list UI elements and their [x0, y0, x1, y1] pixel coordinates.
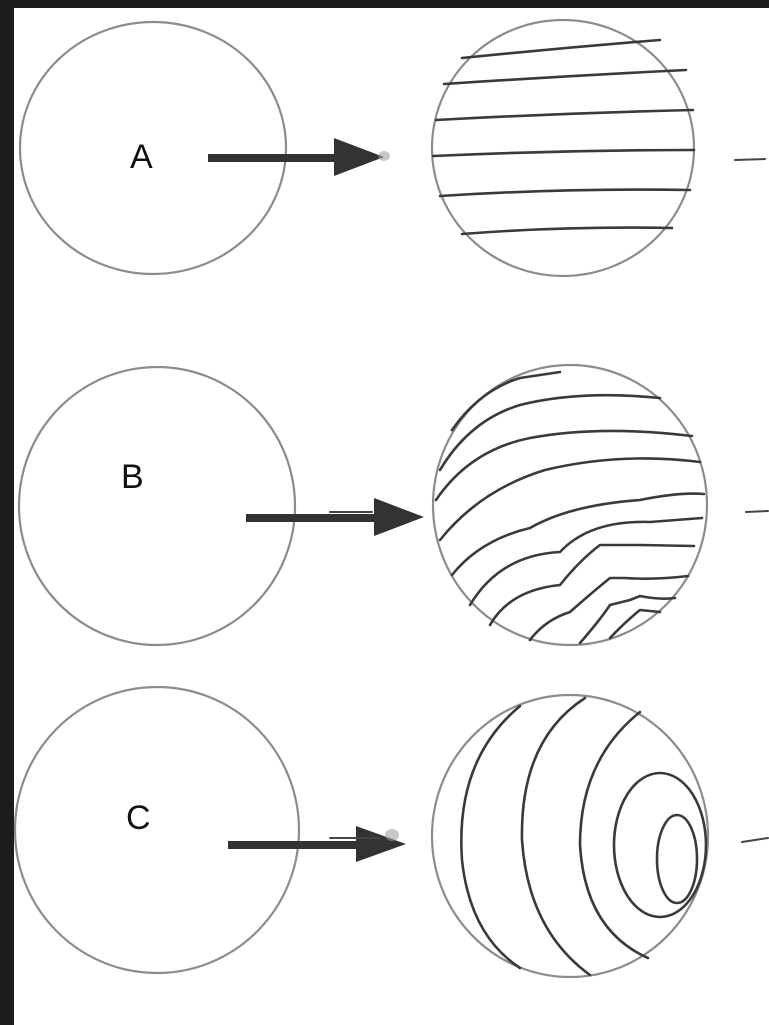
- edge-tick-a: [734, 158, 766, 161]
- arrow-b: [246, 498, 424, 536]
- label-b: B: [121, 458, 144, 496]
- sphere-a-horizontal-lines: [430, 18, 696, 278]
- arrow-a: [208, 138, 390, 176]
- arrow-c: [228, 826, 406, 862]
- row-a: A: [18, 18, 766, 278]
- plain-circle-a: [18, 20, 288, 276]
- sphere-shading-diagram: A B: [14, 18, 769, 979]
- plain-circle-c: [14, 685, 301, 975]
- edge-tick-b: [745, 510, 769, 513]
- label-a: A: [130, 138, 153, 176]
- edge-tick-c: [741, 837, 769, 843]
- label-c: C: [126, 799, 151, 837]
- sphere-c-concentric-contours: [430, 693, 710, 979]
- sphere-b-diagonal-contours: [431, 363, 709, 647]
- drawing-sheet: A B: [14, 8, 769, 1025]
- plain-circle-b: [17, 365, 297, 647]
- row-b: B: [17, 363, 769, 647]
- row-c: C: [14, 685, 769, 979]
